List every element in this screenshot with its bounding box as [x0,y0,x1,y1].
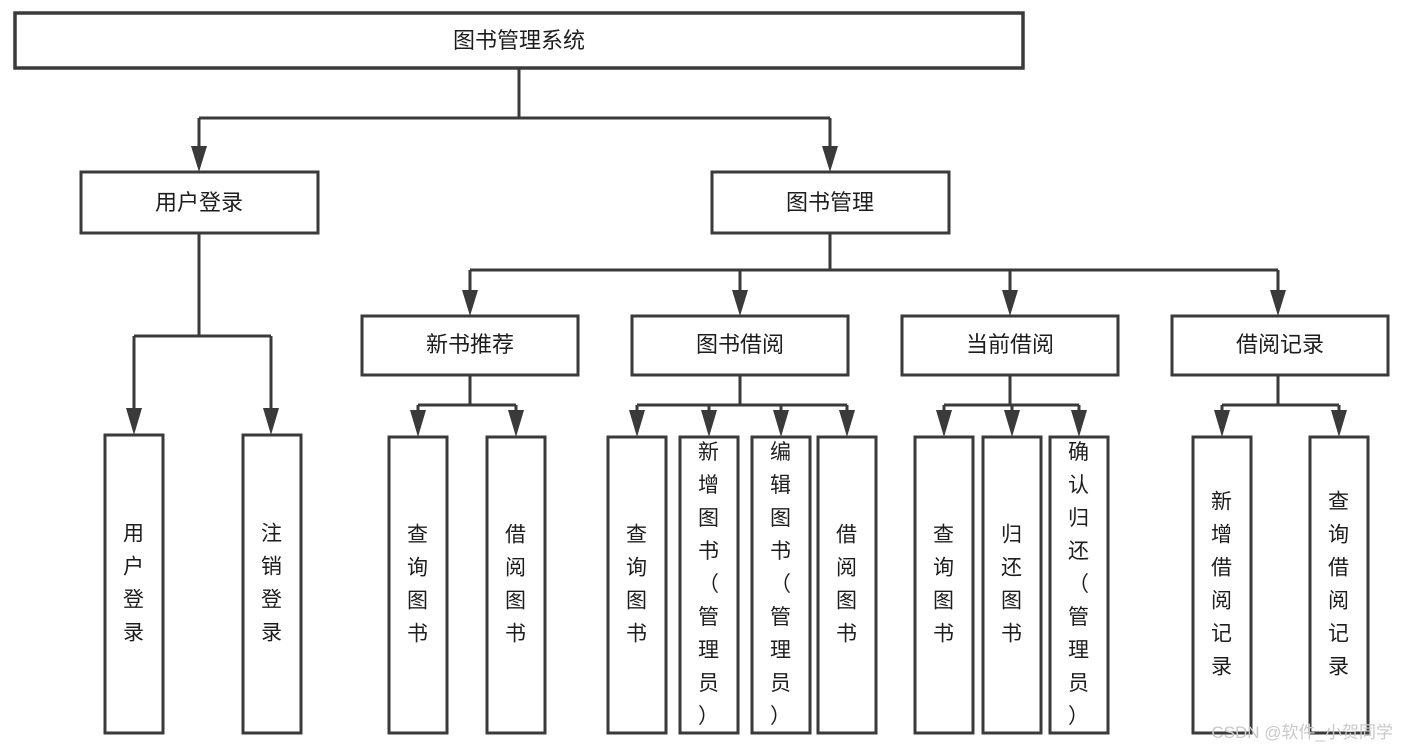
leaf-borrow-query-label: 查询图书 [626,523,648,645]
node-current-borrow-box[interactable] [900,314,1120,377]
arrow-borrow-leaf3 [773,410,789,437]
leaf-user-login-logout[interactable]: 注销登录 [241,433,303,735]
node-borrow-record-box[interactable] [1170,314,1390,377]
leaf-user-login-login-label: 用户登录 [123,522,145,644]
leaf-user-login-logout-box[interactable] [241,433,303,735]
arrow-borrow-leaf1 [629,410,645,437]
node-root-box[interactable] [13,11,1025,70]
node-borrow-record[interactable]: 借阅记录 [1170,314,1390,377]
leaf-borrow-borrow-book-box[interactable] [816,435,878,735]
leaf-new-book-borrow-box[interactable] [485,435,547,735]
leaf-current-confirm-return-box[interactable] [1048,435,1110,735]
arrow-user-login-leaf1 [126,408,142,435]
arrow-to-new-book [462,290,478,316]
leaf-borrow-query-box[interactable] [606,435,668,735]
node-root-label: 图书管理系统 [453,28,585,53]
leaf-record-query-label: 查询借阅记录 [1328,490,1350,678]
node-book-borrow-label: 图书借阅 [696,332,784,357]
node-new-book-recommend[interactable]: 新书推荐 [360,314,580,377]
node-root[interactable]: 图书管理系统 [13,11,1025,70]
node-book-borrow-box[interactable] [630,314,850,377]
leaf-borrow-query[interactable]: 查询图书 [606,435,668,735]
connector-layer [126,68,1347,437]
leaf-current-query-box[interactable] [913,435,975,735]
node-new-book-recommend-box[interactable] [360,314,580,377]
leaf-user-login-login[interactable]: 用户登录 [103,433,165,735]
node-book-management-label: 图书管理 [786,190,874,215]
leaf-borrow-edit-book[interactable]: 编辑图书（管理员） [750,435,812,735]
leaf-record-add[interactable]: 新增借阅记录 [1191,435,1253,735]
leaf-borrow-add-book-label: 新增图书（管理员） [698,441,720,728]
node-new-book-recommend-label: 新书推荐 [426,332,514,357]
arrow-current-borrow-leaf1 [936,410,952,437]
node-current-borrow-label: 当前借阅 [966,332,1054,357]
arrow-borrow-leaf4 [839,410,855,437]
arrow-to-borrow [732,290,748,316]
leaf-current-return-label: 归还图书 [1001,523,1023,645]
leaf-borrow-borrow-book-label: 借阅图书 [836,523,858,645]
leaf-borrow-edit-book-label: 编辑图书（管理员） [770,441,792,728]
arrow-to-borrow-record [1270,290,1286,316]
node-user-login[interactable]: 用户登录 [79,170,320,235]
arrow-user-login-leaf2 [263,408,279,435]
leaf-current-return[interactable]: 归还图书 [981,435,1043,735]
leaf-borrow-add-book-box[interactable] [678,435,740,735]
node-book-borrow[interactable]: 图书借阅 [630,314,850,377]
leaf-new-book-borrow-label: 借阅图书 [505,523,527,645]
arrow-to-current-borrow [1002,290,1018,316]
leaf-record-add-label: 新增借阅记录 [1211,490,1233,678]
leaf-new-book-query-label: 查询图书 [407,523,429,645]
leaf-borrow-borrow-book[interactable]: 借阅图书 [816,435,878,735]
arrow-borrow-leaf2 [701,410,717,437]
leaf-current-query[interactable]: 查询图书 [913,435,975,735]
node-book-management-box[interactable] [710,170,951,235]
node-book-management[interactable]: 图书管理 [710,170,951,235]
node-borrow-record-label: 借阅记录 [1236,332,1324,357]
leaf-borrow-edit-book-box[interactable] [750,435,812,735]
leaf-borrow-add-book[interactable]: 新增图书（管理员） [678,435,740,735]
arrow-to-book-mgmt [822,146,838,172]
arrow-new-book-leaf1 [410,410,426,437]
leaf-record-add-box[interactable] [1191,435,1253,735]
node-user-login-box[interactable] [79,170,320,235]
leaf-record-query[interactable]: 查询借阅记录 [1308,435,1370,735]
leaf-user-login-login-box[interactable] [103,433,165,735]
leaf-user-login-logout-label: 注销登录 [261,522,283,644]
leaf-current-return-box[interactable] [981,435,1043,735]
leaf-new-book-query[interactable]: 查询图书 [387,435,449,735]
arrow-new-book-leaf2 [508,410,524,437]
arrow-to-user-login [191,146,207,172]
leaf-record-query-box[interactable] [1308,435,1370,735]
arrow-current-borrow-leaf3 [1071,410,1087,437]
arrow-current-borrow-leaf2 [1004,410,1020,437]
node-user-login-label: 用户登录 [155,190,243,215]
leaf-current-query-label: 查询图书 [933,523,955,645]
leaf-new-book-query-box[interactable] [387,435,449,735]
arrow-borrow-record-leaf1 [1214,410,1230,437]
leaf-new-book-borrow[interactable]: 借阅图书 [485,435,547,735]
leaf-current-confirm-return[interactable]: 确认归还（管理员） [1048,435,1110,735]
node-current-borrow[interactable]: 当前借阅 [900,314,1120,377]
arrow-borrow-record-leaf2 [1331,410,1347,437]
leaf-current-confirm-return-label: 确认归还（管理员） [1068,441,1090,728]
